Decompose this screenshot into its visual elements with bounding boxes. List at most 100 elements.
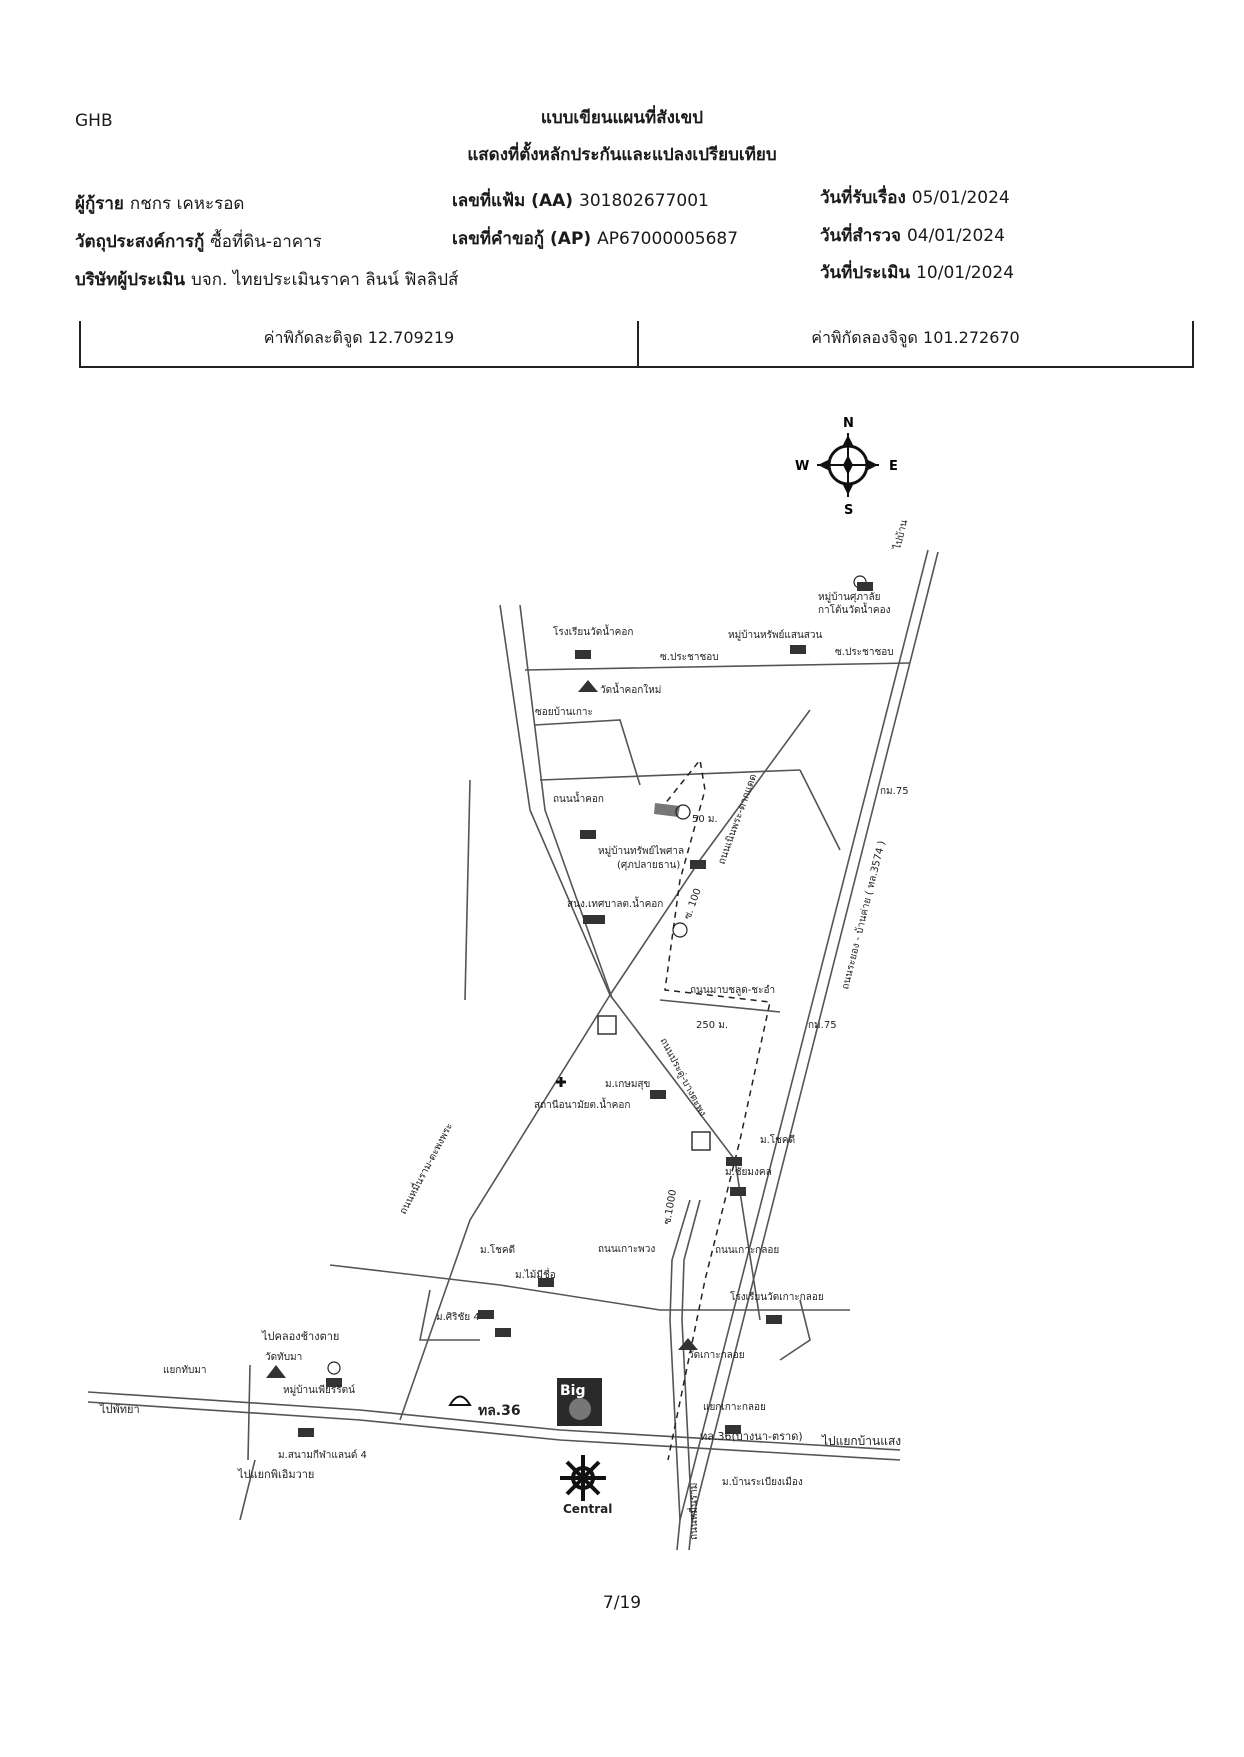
- coordinates-divider: [637, 321, 639, 366]
- label-moo-sukkadi: หมู่บ้านศุภาลัย: [818, 591, 881, 603]
- label-cassette-chewing: กาโต้นวัดน้ำคอง: [818, 602, 891, 616]
- store-icon: [691, 1131, 711, 1151]
- soi-school: [779, 1299, 811, 1361]
- rd-nam-khok: [539, 769, 801, 781]
- building-icon: [580, 830, 596, 839]
- temple-icon: [678, 1338, 698, 1350]
- label-rd-nam-khok: ถนนน้ำคอก: [553, 791, 604, 805]
- hwy-3574-west: [676, 549, 929, 1550]
- compass-n: N: [843, 416, 854, 431]
- coordinates-box: ค่าพิกัดละติจูด 12.709219 ค่าพิกัดลองจิจ…: [79, 321, 1194, 368]
- building-icon: [857, 582, 873, 591]
- temple-icon: [578, 680, 598, 692]
- received-date-value: 05/01/2024: [911, 188, 1010, 208]
- label-rd-muen-ri: ถนนหมื่นราม-ตะพงพระ: [395, 1120, 455, 1216]
- building-icon: [326, 1378, 342, 1387]
- label-central: Central: [563, 1502, 612, 1516]
- survey-date-label: วันที่สำรวจ: [820, 226, 901, 246]
- compass-e: E: [889, 459, 898, 474]
- appraiser-field: บริษัทผู้ประเมิน บจก. ไทยประเมินราคา ลินน…: [75, 266, 458, 293]
- survey-date-value: 04/01/2024: [906, 226, 1005, 246]
- marker-2-icon: [672, 922, 688, 938]
- building-icon: [495, 1328, 511, 1337]
- hwy-36-north: [87, 1391, 901, 1451]
- label-wat-ko-kloi: วัดเกาะกลอย: [688, 1350, 745, 1361]
- label-hwy36-full: ทล.36(บางนา-ตราด): [700, 1430, 803, 1443]
- label-km75-mid: กม.75: [808, 1020, 837, 1031]
- borrower-label: ผู้กู้ราย: [75, 194, 124, 214]
- label-rd-nakhon: ถนนเนินพระ-ตากแดด: [716, 773, 759, 866]
- label-dist-50: 50 ม.: [692, 814, 718, 825]
- label-moo-kasem: ม.เกษมสุข: [605, 1079, 650, 1090]
- label-moo-pho-phaisan: หมู่บ้านทรัพย์ไพศาล: [598, 845, 684, 857]
- building-icon: [538, 1278, 554, 1287]
- label-to-ban-chang: ไปบ้านฉาง: [891, 520, 914, 552]
- label-to-pattaya: ไปพัทยา: [99, 1403, 140, 1416]
- longitude-cell: ค่าพิกัดลองจิจูด 101.272670: [811, 328, 1020, 347]
- borrower-field: ผู้กู้รายกชกร เคหะรอด: [75, 190, 244, 217]
- label-moo-sanam: ม.สนามกีฬาแลนด์ 4: [278, 1449, 367, 1461]
- building-icons: [298, 582, 873, 1437]
- file-no-label: เลขที่แฟ้ม (AA): [452, 191, 574, 211]
- label-wat-nam-khok-mai: วัดน้ำคอกใหม่: [600, 682, 661, 696]
- label-to-klong-chang: ไปคลองช้างตาย: [261, 1330, 339, 1343]
- compass-w: W: [795, 459, 809, 474]
- svg-text:Big: Big: [560, 1383, 586, 1399]
- label-school-ko-kloi: โรงเรียนวัดเกาะกลอย: [730, 1290, 824, 1303]
- label-moo-sirichai: ม.ศิริชัย 4: [436, 1312, 480, 1323]
- label-soi-prachasop-1: ซ.ประชาชอบ: [660, 652, 719, 663]
- label-moo-phet-rat: หมู่บ้านเพียรรัตน์: [283, 1384, 355, 1396]
- building-icon: [790, 645, 806, 654]
- appraisal-date-label: วันที่ประเมิน: [820, 263, 911, 283]
- file-no-field: เลขที่แฟ้ม (AA)301802677001: [452, 187, 709, 214]
- store-icon: [597, 1015, 617, 1035]
- label-school-nam-khok: โรงเรียนวัดน้ำคอก: [553, 624, 633, 638]
- label-moo-wet-sanwan: หมู่บ้านหรัพย์แสนสวน: [728, 629, 823, 641]
- page-number: 7/19: [602, 1593, 642, 1613]
- org-code: GHB: [75, 111, 113, 131]
- compass-rose: N S W E: [795, 416, 898, 518]
- label-soi-ban-kao: ซอยบ้านเกาะ: [535, 706, 593, 718]
- label-moo-chok-chai-r: ม.โชคดี: [760, 1133, 795, 1146]
- marker-1-icon: [675, 804, 691, 820]
- label-soi-100: ซ. 100: [682, 887, 703, 921]
- location-map: Big ไปบ้านฉาง หมู่บ้านศุภาลัย กาโต้นวัดน…: [87, 520, 939, 1550]
- route-path: [659, 758, 771, 1461]
- road-network: [87, 549, 939, 1550]
- purpose-field: วัตถุประสงค์การกู้ซื้อที่ดิน-อาคาร: [75, 228, 322, 255]
- soi-prachasop: [524, 662, 911, 671]
- request-no-field: เลขที่คำขอกู้ (AP)AP67000005687: [452, 225, 738, 252]
- central-logo: [560, 1455, 606, 1501]
- east-arrow-icon: [866, 459, 878, 471]
- purpose-label: วัตถุประสงค์การกู้: [75, 232, 205, 252]
- document-subtitle: แสดงที่ตั้งหลักประกันและแปลงเปรียบเทียบ: [467, 145, 777, 165]
- label-dist-250: 250 ม.: [696, 1020, 728, 1031]
- label-moo-chokchai-2: ม.ชัยมงคล: [725, 1167, 772, 1178]
- label-rd-main-s: ถนนหมื่นราม: [686, 1483, 700, 1540]
- collateral-plot-icon: [654, 803, 680, 817]
- label-yaek-ko-kloi: แยกเกาะกลอย: [703, 1402, 766, 1413]
- road-nw: [499, 604, 611, 996]
- label-moo-pho-sub: (ศุภปลายธาน): [617, 860, 680, 871]
- appraiser-label: บริษัทผู้ประเมิน: [75, 270, 185, 290]
- building-icon: [725, 1425, 741, 1434]
- north-arrow-icon: [842, 435, 854, 447]
- borrower-value: กชกร เคหะรอด: [129, 194, 245, 214]
- label-moo-ban-rua: ม.บ้านระเบียงเมือง: [722, 1476, 803, 1488]
- road-sw: [399, 994, 611, 1421]
- label-moo-chok-chai-l: ม.โชคดี: [480, 1243, 515, 1256]
- rd-mabtaphut: [659, 999, 781, 1013]
- rd-ko-kloi-cross: [329, 1264, 850, 1311]
- gas-station-icon: [448, 1395, 472, 1406]
- appraiser-value: บจก. ไทยประเมินราคา ลินน์ ฟิลลิปส์: [191, 270, 459, 290]
- label-soi-prachasop-2: ซ.ประชาชอบ: [835, 647, 894, 658]
- south-arrow-icon: [842, 483, 854, 495]
- building-icon: [478, 1310, 494, 1319]
- building-icon: [726, 1157, 742, 1166]
- appraisal-date-value: 10/01/2024: [916, 263, 1015, 283]
- building-icon: [650, 1090, 666, 1099]
- label-health-station: สถานีอนามัยต.น้ำคอก: [534, 1097, 630, 1111]
- received-date-label: วันที่รับเรื่อง: [820, 188, 906, 208]
- label-moo-mai-mee: ม.ไม้มีชื่อ: [515, 1267, 556, 1281]
